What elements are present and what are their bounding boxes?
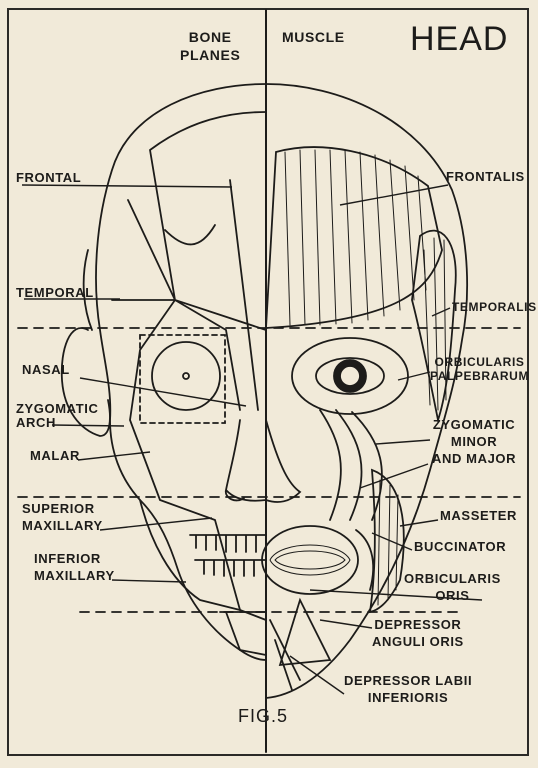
depressor-labii-muscle (269, 619, 301, 691)
muscle-heading: MUSCLE (282, 29, 345, 45)
eye-socket-circle (151, 341, 221, 411)
zygomatic-minor-line-3: AND MAJOR (432, 451, 517, 466)
orbicularis-palpebrarum-line-2: PALPEBRARUM (430, 369, 530, 383)
head-title: HEAD (410, 20, 509, 58)
label-superior-maxillary: SUPERIOR MAXILLARY (22, 502, 103, 533)
upper-teeth (189, 534, 267, 553)
planes-heading-line: PLANES (180, 47, 241, 63)
label-inferior-maxillary: INFERIOR MAXILLARY (34, 552, 115, 583)
eye-pupil (339, 365, 361, 387)
bone-planes-heading: BONE PLANES (180, 30, 240, 62)
inferior-maxillary-line-2: MAXILLARY (34, 568, 115, 583)
zygomatic-minor-line-1: ZYGOMATIC (432, 417, 516, 432)
figure-caption: FIG.5 (238, 706, 289, 726)
label-nasal: NASAL (22, 362, 70, 377)
orbicularis-oris-line-2: ORIS (435, 588, 470, 603)
orbicularis-palpebrarum-muscle (291, 337, 409, 415)
skull-outline (95, 83, 267, 661)
label-temporalis: TEMPORALIS (452, 300, 537, 314)
masseter-striations (377, 479, 399, 606)
orbicularis-palpebrarum-line-1: ORBICULARIS (434, 355, 525, 369)
nose-right (265, 419, 302, 503)
label-depressor-anguli-oris: DEPRESSOR ANGULI ORIS (372, 618, 464, 649)
depressor-anguli-line-1: DEPRESSOR (374, 617, 462, 632)
label-masseter: MASSETER (440, 508, 518, 523)
label-malar: MALAR (30, 448, 80, 463)
buccinator-muscle (355, 529, 374, 591)
zygomatic-muscles (319, 409, 383, 521)
zygomatic-arch-line-2: ARCH (16, 415, 56, 430)
ear-back (82, 249, 93, 331)
jaw-line (139, 499, 241, 611)
frontalis-striations (284, 149, 427, 326)
inferior-maxillary-line-1: INFERIOR (34, 551, 101, 566)
nasal-bone (224, 419, 267, 502)
zygomatic-minor-line-2: MINOR (450, 434, 498, 449)
page-border (7, 8, 529, 756)
eye-outer (315, 357, 385, 395)
label-orbicularis-palpebrarum: ORBICULARIS PALPEBRARUM (430, 355, 529, 383)
frontal-plane-lines (111, 111, 267, 621)
frontalis-muscle (265, 146, 443, 329)
orbicularis-oris-rings (269, 544, 351, 576)
lower-teeth (194, 559, 267, 577)
depressor-anguli-oris-muscle (278, 597, 332, 667)
temple-curve (164, 224, 216, 246)
temporalis-muscle (411, 229, 457, 424)
label-frontalis: FRONTALIS (446, 169, 525, 184)
head-outline-right (265, 83, 469, 699)
bone-heading-line: BONE (188, 29, 232, 45)
masseter-muscle (368, 468, 405, 614)
label-zygomatic-arch: ZYGOMATIC ARCH (16, 402, 98, 430)
superior-maxillary-line-2: MAXILLARY (22, 518, 103, 533)
depressor-labii-line-2: INFERIORIS (367, 690, 449, 705)
eye-socket-box (139, 334, 226, 424)
superior-maxillary-line-1: SUPERIOR (22, 501, 95, 516)
eye-socket-dot (182, 372, 190, 380)
depressor-anguli-line-2: ANGULI ORIS (372, 634, 464, 649)
chin-plane (219, 611, 267, 656)
zygomatic-arch-line-1: ZYGOMATIC (16, 401, 99, 416)
label-frontal: FRONTAL (16, 170, 82, 185)
label-buccinator: BUCCINATOR (414, 539, 507, 554)
label-temporal: TEMPORAL (16, 285, 94, 300)
depressor-labii-line-1: DEPRESSOR LABII (344, 673, 473, 688)
temporalis-striations (423, 237, 447, 411)
leader-lines (21, 184, 483, 695)
ear (60, 327, 111, 437)
label-depressor-labii-inferioris: DEPRESSOR LABII INFERIORIS (344, 674, 472, 705)
orbicularis-oris-muscle (261, 525, 359, 595)
label-zygomatic-minor-major: ZYGOMATIC MINOR AND MAJOR (432, 418, 516, 466)
orbicularis-oris-line-1: ORBICULARIS (404, 571, 501, 586)
label-orbicularis-oris: ORBICULARIS ORIS (404, 572, 501, 603)
